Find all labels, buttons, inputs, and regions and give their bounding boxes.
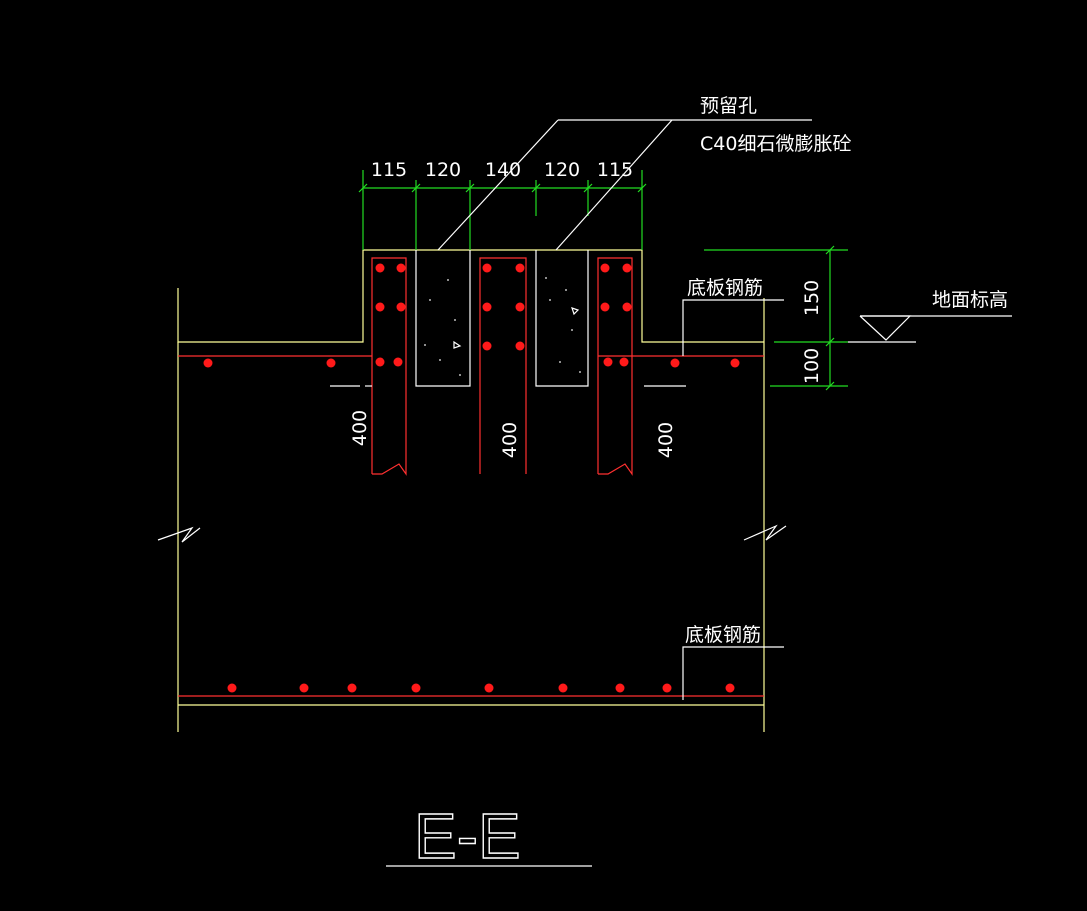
slab-rebar-lines <box>178 355 764 697</box>
embed-dimensions: 400 400 400 <box>349 410 677 458</box>
label-slab-rebar-top: 底板钢筋 <box>687 277 763 299</box>
dim-embed-right: 400 <box>655 422 677 458</box>
leader-slab-rebar-bottom: 底板钢筋 <box>682 624 784 700</box>
dim-top-1: 115 <box>371 159 407 181</box>
break-symbol-left <box>157 526 201 543</box>
dim-right-2: 100 <box>801 348 823 384</box>
dim-top-5: 115 <box>597 159 633 181</box>
ground-level-symbol: 地面标高 <box>848 289 1012 343</box>
top-dimension-chain: 115 120 140 120 115 <box>358 159 647 250</box>
label-grout: C40细石微膨胀砼 <box>700 133 851 155</box>
section-title-group: E-E <box>386 799 592 873</box>
column-cage-middle <box>479 257 527 474</box>
rebar-dots <box>203 263 740 693</box>
dim-top-2: 120 <box>425 159 461 181</box>
dim-embed-middle: 400 <box>499 422 521 458</box>
leader-reserved-hole: 预留孔 C40细石微膨胀砼 <box>437 95 851 251</box>
label-reserved-hole: 预留孔 <box>700 95 757 117</box>
column-cage-right <box>597 257 633 476</box>
column-cage-left <box>365 257 407 476</box>
concrete-outline <box>157 249 787 732</box>
dim-embed-left: 400 <box>349 410 371 446</box>
hole-right-outline <box>535 250 589 387</box>
right-dimension-chain: 150 100 <box>704 245 848 391</box>
label-slab-rebar-bottom: 底板钢筋 <box>685 624 761 646</box>
dim-top-4: 120 <box>544 159 580 181</box>
hole-left-outline <box>415 250 471 387</box>
section-title: E-E <box>414 800 521 872</box>
break-symbol-right <box>743 524 787 541</box>
leader-slab-rebar-top: 底板钢筋 <box>682 277 784 356</box>
label-ground-level: 地面标高 <box>932 289 1008 311</box>
dim-top-3: 140 <box>485 159 521 181</box>
dim-right-1: 150 <box>801 280 823 316</box>
slab-top-edge <box>177 249 764 343</box>
